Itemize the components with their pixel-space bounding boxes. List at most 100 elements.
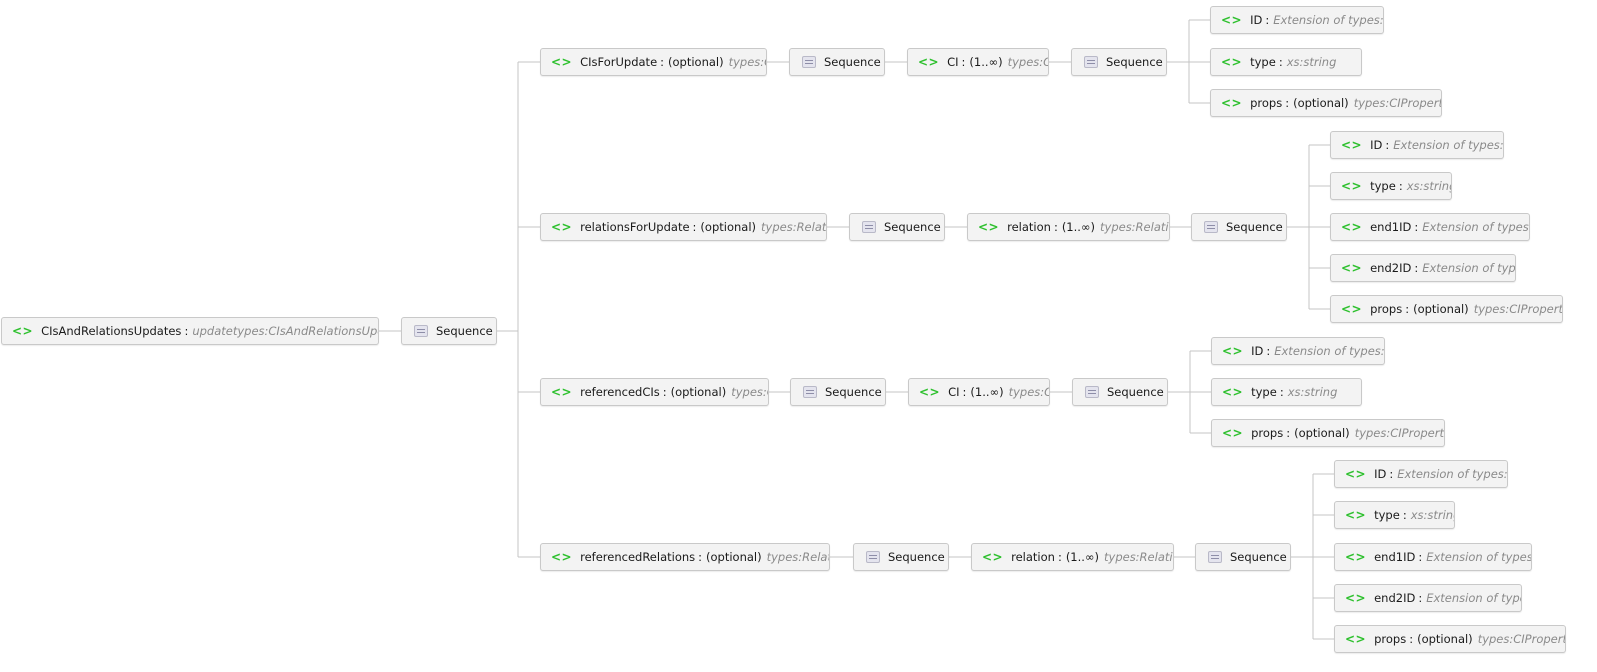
separator: :: [1409, 632, 1414, 646]
item-element-CI[interactable]: <>CI:(1..∞)types:CI: [907, 48, 1049, 76]
separator: :: [1414, 220, 1419, 234]
cardinality: (1..∞): [1065, 550, 1099, 564]
element-name: ID: [1370, 138, 1383, 152]
element-icon: <>: [551, 550, 573, 564]
element-name: end2ID: [1374, 591, 1416, 605]
element-type: Extension of types:ID: [1393, 138, 1504, 152]
sequence-label: Sequence: [436, 324, 493, 338]
cardinality: (optional): [706, 550, 762, 564]
element-name: end1ID: [1374, 550, 1416, 564]
element-name: props: [1374, 632, 1407, 646]
sequence-icon: [414, 325, 428, 337]
child-element-referencedRelations[interactable]: <>referencedRelations:(optional)types:Re…: [540, 543, 830, 571]
field-element-props[interactable]: <>props:(optional)types:CIProperties: [1210, 89, 1442, 117]
field-element-props[interactable]: <>props:(optional)types:CIProperties: [1330, 295, 1563, 323]
field-element-end1ID[interactable]: <>end1ID:Extension of types:ID: [1330, 213, 1530, 241]
field-element-type[interactable]: <> type:xs:string: [1334, 501, 1455, 529]
separator: :: [660, 55, 665, 69]
sequence-icon: [1204, 221, 1218, 233]
element-name: CI: [947, 55, 959, 69]
element-icon: <>: [982, 550, 1004, 564]
element-type: Extension of types:ID: [1397, 467, 1508, 481]
field-element-ID[interactable]: <>ID:Extension of types:ID: [1334, 460, 1508, 488]
element-type: Extension of types:ID: [1426, 550, 1531, 564]
child-element-referencedCIs[interactable]: <>referencedCIs:(optional)types:CIs: [540, 378, 769, 406]
separator: :: [184, 324, 189, 338]
child-sequence[interactable]: Sequence: [790, 378, 886, 406]
cardinality: (1..∞): [1061, 220, 1095, 234]
field-element-type[interactable]: <>type:xs:string: [1330, 172, 1452, 200]
element-icon: <>: [1222, 426, 1244, 440]
sequence-label: Sequence: [824, 55, 881, 69]
sequence-label: Sequence: [884, 220, 941, 234]
separator: :: [962, 385, 967, 399]
item-element-relation[interactable]: <>relation:(1..∞)types:Relation: [967, 213, 1170, 241]
cardinality: (1..∞): [969, 55, 1003, 69]
separator: :: [1385, 138, 1390, 152]
field-element-end1ID[interactable]: <>end1ID:Extension of types:ID: [1334, 543, 1532, 571]
sequence-label: Sequence: [1106, 55, 1163, 69]
element-name: referencedCIs: [580, 385, 660, 399]
field-element-ID[interactable]: <>ID:Extension of types:ID: [1211, 337, 1385, 365]
element-name: type: [1250, 55, 1276, 69]
element-icon: <>: [1341, 220, 1363, 234]
field-element-type[interactable]: <>type:xs:string: [1211, 378, 1362, 406]
field-element-props[interactable]: <>props:(optional)types:CIProperties: [1334, 625, 1566, 653]
element-type: Extension of types:ID: [1422, 220, 1529, 234]
item-sequence[interactable]: Sequence: [1071, 48, 1167, 76]
element-type: types:CIs: [731, 385, 768, 399]
element-name: props: [1370, 302, 1403, 316]
child-sequence[interactable]: Sequence: [849, 213, 945, 241]
element-name: type: [1374, 508, 1400, 522]
child-sequence[interactable]: Sequence: [789, 48, 885, 76]
element-type: types:Relations: [761, 220, 827, 234]
separator: :: [1389, 467, 1394, 481]
item-sequence[interactable]: Sequence: [1072, 378, 1168, 406]
field-element-type[interactable]: <>type:xs:string: [1210, 48, 1362, 76]
element-name: referencedRelations: [580, 550, 696, 564]
field-element-end2ID[interactable]: <>end2ID:Extension of types:ID: [1334, 584, 1522, 612]
item-element-relation[interactable]: <>relation:(1..∞)types:Relation: [971, 543, 1174, 571]
element-type: xs:string: [1286, 55, 1337, 69]
element-type: xs:string: [1410, 508, 1454, 522]
sequence-icon: [802, 56, 816, 68]
element-icon: <>: [918, 55, 940, 69]
element-type: types:CI: [1007, 55, 1048, 69]
sequence-label: Sequence: [888, 550, 945, 564]
element-name: CIsForUpdate: [580, 55, 658, 69]
item-sequence[interactable]: Sequence: [1195, 543, 1291, 571]
separator: :: [1279, 385, 1284, 399]
child-sequence[interactable]: Sequence: [853, 543, 949, 571]
item-sequence[interactable]: Sequence: [1191, 213, 1287, 241]
element-name: type: [1370, 179, 1396, 193]
cardinality: (optional): [1293, 96, 1349, 110]
element-name: type: [1251, 385, 1277, 399]
child-element-relationsForUpdate[interactable]: <>relationsForUpdate:(optional)types:Rel…: [540, 213, 827, 241]
element-icon: <>: [1345, 508, 1367, 522]
element-type: types:Relations: [766, 550, 830, 564]
element-type: Extension of types:ID: [1426, 591, 1521, 605]
separator: :: [1418, 591, 1423, 605]
field-element-props[interactable]: <>props:(optional)types:CIProperties: [1211, 419, 1445, 447]
element-icon: <>: [1221, 96, 1243, 110]
root-sequence[interactable]: Sequence: [401, 317, 497, 345]
field-element-ID[interactable]: <>ID:Extension of types:ID: [1210, 6, 1384, 34]
cardinality: (optional): [670, 385, 727, 399]
element-icon: <>: [1345, 550, 1367, 564]
element-type: types:CI: [1008, 385, 1049, 399]
element-icon: <>: [1345, 467, 1367, 481]
field-element-ID[interactable]: <> ID:Extension of types:ID: [1330, 131, 1504, 159]
element-name: CIsAndRelationsUpdates: [41, 324, 182, 338]
separator: :: [1286, 426, 1291, 440]
element-type: types:CIProperties: [1354, 426, 1444, 440]
element-icon: <>: [1341, 138, 1363, 152]
field-element-end2ID[interactable]: <>end2ID:Extension of types:ID: [1330, 254, 1516, 282]
separator: :: [1402, 508, 1407, 522]
element-icon: <>: [1345, 632, 1367, 646]
item-element-CI[interactable]: <>CI:(1..∞)types:CI: [908, 378, 1050, 406]
element-type: xs:string: [1287, 385, 1338, 399]
child-element-CIsForUpdate[interactable]: <>CIsForUpdate:(optional)types:CIs: [540, 48, 767, 76]
sequence-label: Sequence: [1226, 220, 1283, 234]
root-element[interactable]: <>CIsAndRelationsUpdates:updatetypes:CIs…: [1, 317, 379, 345]
